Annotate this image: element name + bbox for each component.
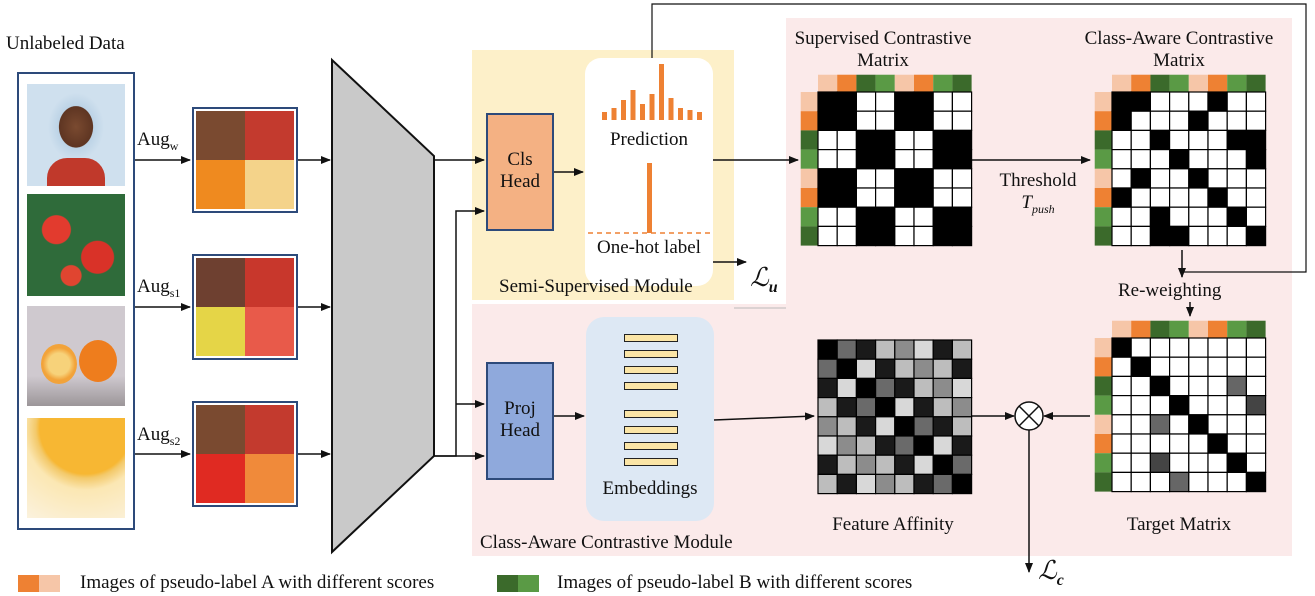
legend-a-swatch-light [39,575,60,592]
reweighting-label: Re-weighting [1118,280,1222,301]
proj-head-box [486,362,554,480]
embedding-vector [624,334,678,342]
embedding-vector [624,426,678,434]
image-orange-slice [27,418,125,518]
loss-c-label: ℒc [1038,556,1064,590]
embedding-vector [624,350,678,358]
aug-strong1-label: Augs1 [137,276,181,300]
image-flowers [27,194,125,296]
onehot-label: One-hot label [597,237,701,258]
embedding-vector [624,366,678,374]
unlabeled-data-title: Unlabeled Data [6,33,125,54]
embedding-vector [624,382,678,390]
feature-affinity-label: Feature Affinity [832,514,954,535]
legend-b-label: Images of pseudo-label B with different … [557,572,913,593]
cls-head-box [486,113,554,231]
embedding-vector [624,458,678,466]
embeddings-label: Embeddings [602,478,698,499]
image-child [27,84,125,186]
loss-u-label: ℒu [750,263,778,297]
image-oranges [27,306,125,406]
prediction-label: Prediction [609,129,689,150]
contrastive-module-label: Class-Aware Contrastive Module [480,532,733,553]
encoder-shape [331,57,435,555]
legend-a-label: Images of pseudo-label A with different … [80,572,435,593]
legend-b-swatch-light [518,575,539,592]
embedding-vector [624,410,678,418]
semi-module-label: Semi-Supervised Module [499,276,693,297]
aug-weak-grid [192,107,298,213]
aug-strong2-label: Augs2 [137,424,181,448]
target-matrix-label: Target Matrix [1126,514,1232,535]
legend-a-swatch-dark [18,575,39,592]
legend-b-swatch-dark [497,575,518,592]
aug-strong1-grid [192,254,298,360]
aug-strong2-grid [192,401,298,507]
threshold-label: Threshold Tpush [999,170,1077,216]
embedding-vector [624,442,678,450]
aug-weak-label: Augw [137,129,179,153]
